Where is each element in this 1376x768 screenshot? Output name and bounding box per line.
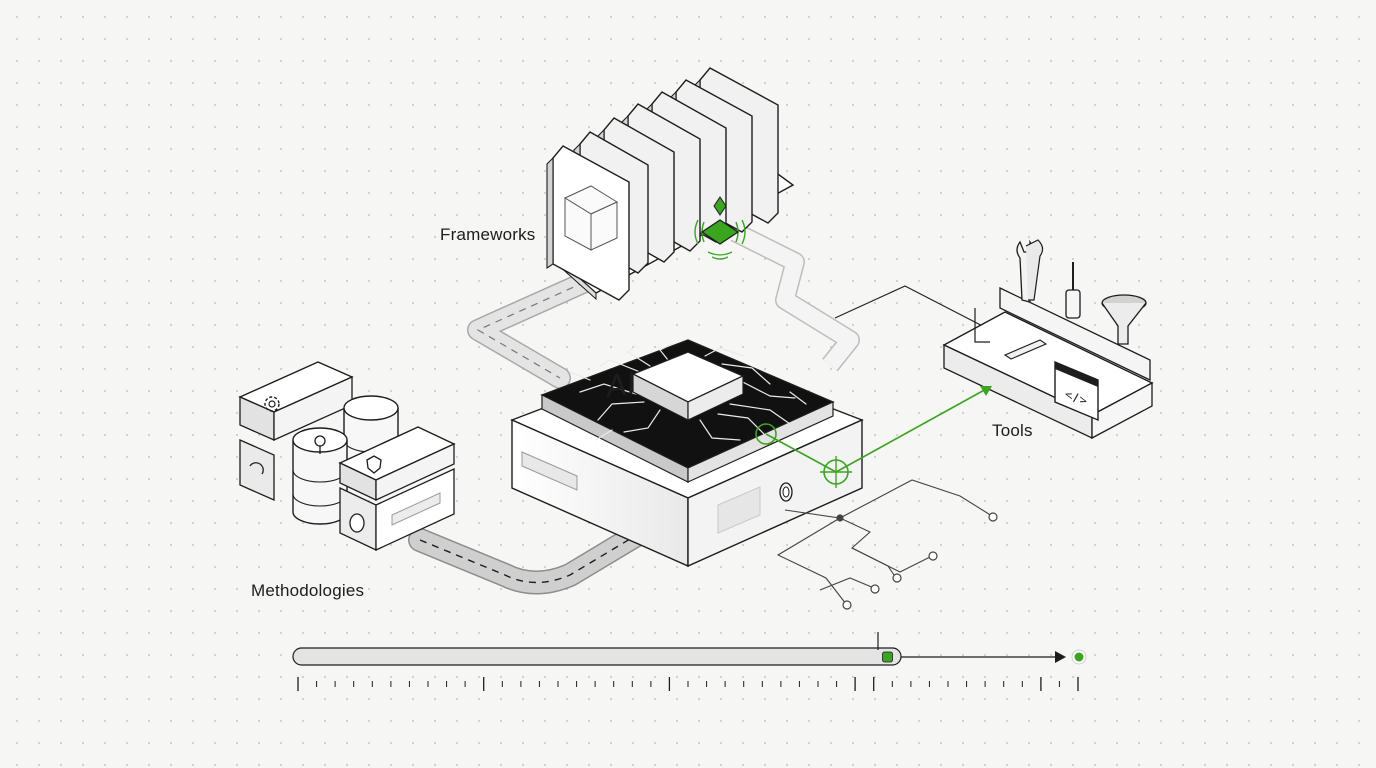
crosshair-icon	[820, 456, 852, 488]
branch-terminals	[836, 512, 998, 610]
chip-label: AI	[606, 366, 636, 405]
methodologies-label: Methodologies	[251, 581, 365, 600]
road-methodologies	[408, 515, 662, 595]
tools-label: Tools	[992, 421, 1033, 440]
timeline-ticks	[297, 677, 1079, 691]
road-frameworks-right	[730, 223, 860, 372]
tools-tray: </>	[942, 239, 1154, 440]
cube-icon	[563, 185, 619, 251]
timeline-track	[292, 647, 902, 666]
ai-chip: AI	[606, 351, 745, 421]
database-cylinder-search	[292, 427, 348, 525]
timeline	[292, 632, 1087, 691]
funnel-icon	[1101, 294, 1147, 345]
target-node	[755, 423, 777, 445]
frameworks-rack	[546, 67, 795, 301]
wrench-icon	[1016, 239, 1044, 303]
cube-face	[590, 201, 618, 251]
target-path	[755, 386, 992, 488]
gear-module	[238, 361, 354, 442]
timeline-arrowhead	[1055, 651, 1066, 663]
road-frameworks	[467, 271, 596, 389]
gear-icon	[264, 396, 280, 412]
wire-tools	[834, 285, 1001, 336]
refresh-module	[239, 439, 275, 501]
code-window-icon: </>	[1054, 360, 1099, 422]
refresh-icon	[249, 462, 264, 475]
timeline-progress-marker	[882, 651, 893, 663]
shield-icon	[366, 455, 382, 474]
rack-panel-edge	[546, 156, 554, 270]
frameworks-label: Frameworks	[440, 225, 536, 244]
methodologies-stack	[238, 361, 456, 552]
frameworks-emblem	[694, 196, 746, 260]
screwdriver-icon	[1065, 262, 1081, 319]
branch-network	[776, 479, 993, 605]
shield-module	[338, 426, 456, 552]
